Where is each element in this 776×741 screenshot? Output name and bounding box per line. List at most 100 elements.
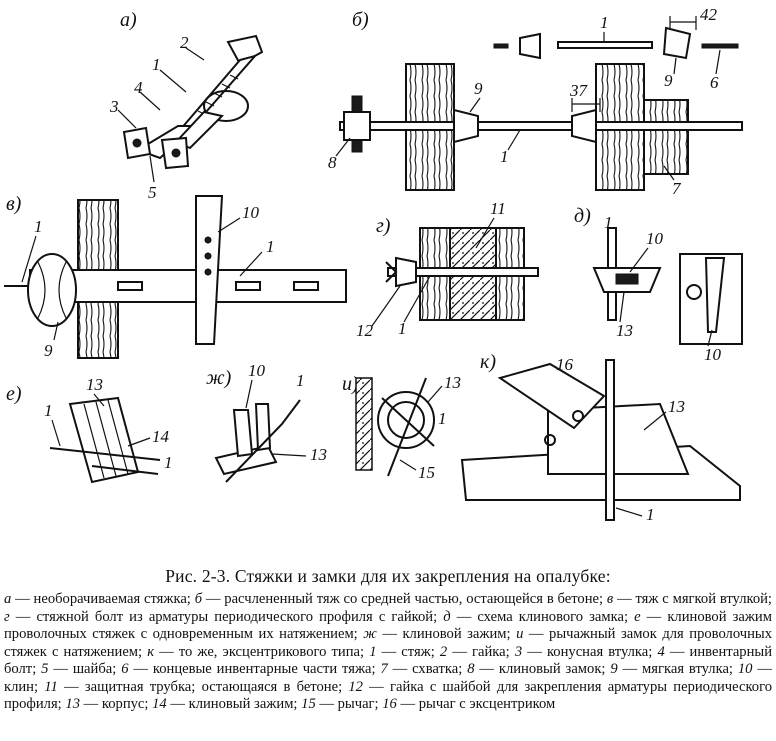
legend-key: 6 (121, 661, 129, 677)
legend-text: клиновой зажим проволочных стяжек с одно… (4, 608, 772, 643)
legend-key: к (147, 643, 155, 660)
callout-6: 6 (710, 73, 719, 92)
label-b: б) (352, 9, 369, 31)
rod-k (605, 359, 615, 521)
subfigure-v: в) 1 10 1 9 (4, 193, 347, 360)
leader-14 (127, 437, 151, 447)
washer-hole (132, 138, 142, 148)
leader-13-i (427, 385, 443, 403)
label-v: в) (6, 193, 22, 215)
label-i: и) (342, 373, 359, 395)
callout-13-k: 13 (668, 397, 685, 416)
legend-text: рычаг; (337, 696, 379, 712)
callout-5: 5 (148, 183, 157, 202)
callout-7: 7 (672, 179, 682, 198)
figure-title: Рис. 2-3. Стяжки и замки для их закрепле… (165, 566, 611, 586)
callout-4: 4 (134, 78, 143, 97)
callout-10-d: 10 (646, 229, 664, 248)
subfigure-g: г) 11 12 1 (356, 199, 539, 340)
end-part-left (493, 43, 509, 49)
legend-key: и (516, 626, 524, 642)
wedge-10-zh2 (254, 403, 272, 452)
soft-sleeve-9 (27, 253, 77, 327)
legend-key: 15 (301, 696, 316, 712)
subfigure-d: д) 1 10 13 10 (574, 205, 743, 364)
leader-1-b (507, 129, 521, 151)
leader-13-k (643, 411, 667, 431)
legend-key: 13 (65, 696, 80, 712)
wall-i (355, 377, 373, 471)
technical-figure: а) 2 1 4 3 5 б) 42 1 9 (4, 5, 743, 524)
wire-e-1 (49, 447, 161, 461)
soft-sleeve-right (571, 108, 597, 144)
legend-text: конусная втулка; (546, 643, 653, 660)
callout-1: 1 (152, 55, 161, 74)
legend-key: 9 (610, 661, 618, 677)
legend-key: ж (363, 626, 377, 642)
legend-key: 10 (737, 661, 753, 677)
label-g: г) (376, 215, 391, 237)
leader-12 (371, 285, 401, 327)
eccentric-ring (377, 391, 435, 449)
legend-key: 3 (514, 643, 523, 660)
callout-14: 14 (152, 427, 170, 446)
legend-text: рычажный замок для проволочных стяжек с … (4, 626, 773, 660)
callout-16: 16 (556, 355, 574, 374)
legend-text: расчлененный тяж со средней частью, оста… (224, 591, 604, 607)
legend-key: 7 (380, 661, 388, 677)
label-e: е) (6, 383, 22, 405)
callout-9-v: 9 (44, 341, 53, 360)
lock-body-8 (343, 111, 371, 141)
callout-1-k: 1 (646, 505, 655, 524)
callout-3: 3 (109, 97, 119, 116)
legend-key: е (634, 608, 641, 625)
subfigure-b: б) 42 1 9 6 37 9 8 1 7 (328, 5, 743, 198)
leader-10-d (629, 247, 649, 273)
leader-13-e (93, 393, 105, 407)
legend-key: 5 (41, 661, 49, 677)
callout-42: 42 (700, 5, 718, 24)
wedge-d (704, 257, 726, 333)
legend-text: мягкая втулка; (642, 661, 733, 677)
legend-text: клиновой зажим; (402, 626, 511, 642)
callout-1-v2: 1 (266, 237, 275, 256)
callout-9: 9 (474, 79, 483, 98)
leader-6 (715, 49, 721, 75)
leader-13-d (619, 291, 625, 323)
leaders-a (117, 47, 205, 183)
legend-text: клин; (4, 678, 39, 695)
callout-2: 2 (180, 33, 189, 52)
legend-key: 11 (44, 678, 58, 695)
soft-sleeve-left (453, 108, 479, 144)
legend-text: клиновый замок; (498, 661, 606, 677)
leader-10-d2 (707, 329, 713, 347)
leader-11 (475, 217, 495, 249)
label-k: к) (480, 351, 496, 373)
ring-clamp (203, 90, 249, 122)
subfigure-zh: ж) 10 1 13 (206, 361, 327, 483)
callout-8: 8 (328, 153, 337, 172)
callout-13-zh: 13 (310, 445, 327, 464)
leader-1-v2 (239, 251, 263, 277)
callout-13-i: 13 (444, 373, 461, 392)
legend-text: схема клинового замка; (477, 608, 629, 625)
label-zh: ж) (206, 367, 232, 389)
figure-caption: Рис. 2-3. Стяжки и замки для их закрепле… (4, 566, 772, 714)
nut-12 (395, 256, 417, 288)
leader-10-v (217, 217, 241, 233)
leader-15 (399, 459, 417, 471)
wedge-slot-d (615, 273, 639, 285)
legend-text: необорачиваемая стяжка; (33, 591, 191, 607)
legend-key: а (4, 591, 12, 607)
wedge-hole-2 (204, 252, 212, 260)
cone-2 (226, 34, 264, 66)
legend-key: 16 (382, 696, 397, 712)
dim-42 (669, 16, 697, 30)
washer-hole-second (171, 148, 181, 158)
lever-15 (387, 377, 427, 477)
pivot-2 (544, 434, 556, 446)
legend-text: защитная трубка; остающаяся в бетоне; (84, 678, 343, 695)
dim-37 (571, 98, 601, 112)
sleeve-right (662, 26, 692, 60)
leader-1-k (615, 507, 643, 517)
